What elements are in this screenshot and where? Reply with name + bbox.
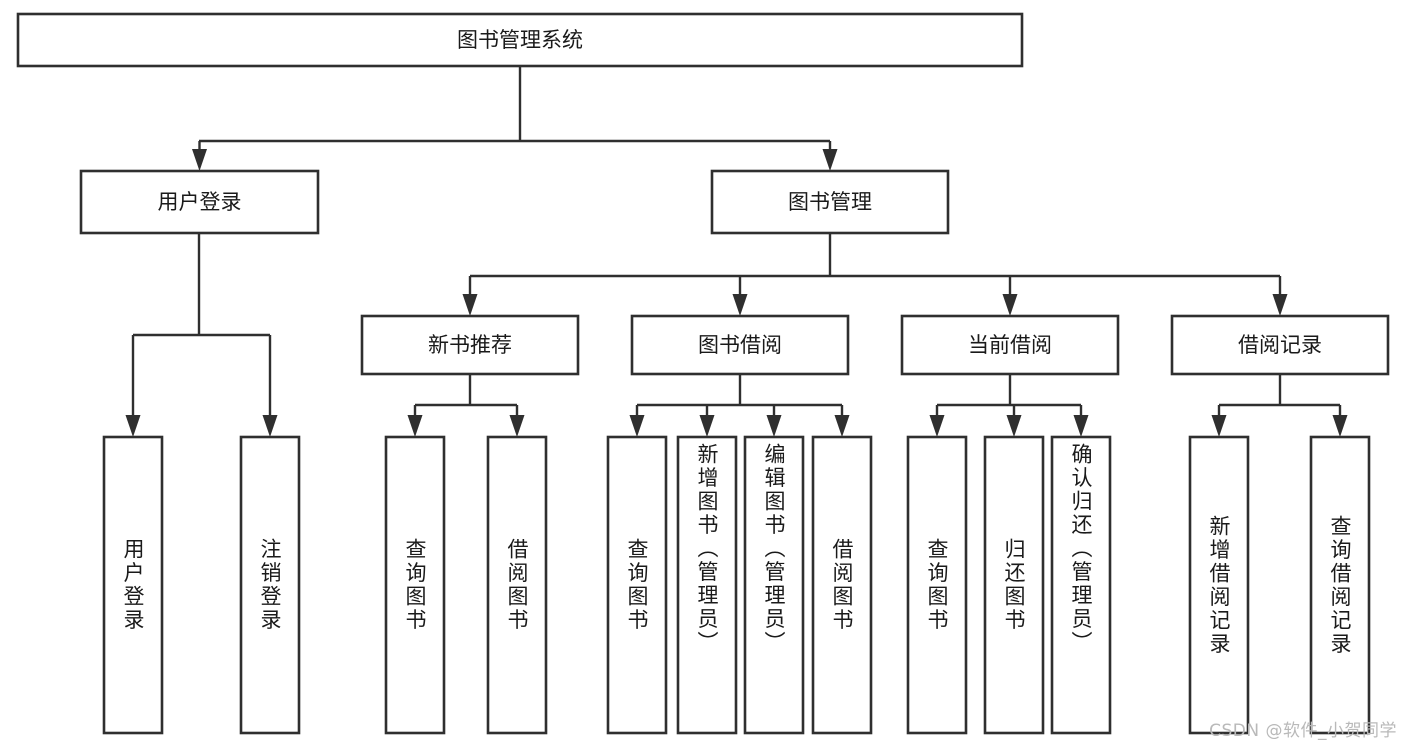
leaf-leaf-edit-book-box[interactable] <box>743 435 805 735</box>
arrow-leaf-leaf-edit-book-head <box>766 415 782 437</box>
arrow-leaf-leaf-add-book-head <box>699 415 715 437</box>
leaf-leaf-logout-login-box[interactable] <box>239 435 301 735</box>
leaf-leaf-confirm-return-box[interactable] <box>1050 435 1112 735</box>
level3-current-borrow-box[interactable] <box>900 314 1120 376</box>
arrow-leaf-leaf-borrow-book-1-head <box>509 415 525 437</box>
leaf-leaf-borrow-book-2-box[interactable] <box>811 435 873 735</box>
level2-book-management-box[interactable] <box>710 169 950 235</box>
leaf-leaf-borrow-book-1-box[interactable] <box>486 435 548 735</box>
arrow-level3-current-borrow-head <box>1002 294 1018 316</box>
leaf-leaf-query-book-2-box[interactable] <box>606 435 668 735</box>
level3-borrow-record-box[interactable] <box>1170 314 1390 376</box>
arrow-leaf-leaf-borrow-book-2-head <box>834 415 850 437</box>
leaf-leaf-return-book-box[interactable] <box>983 435 1045 735</box>
level3-book-borrow-box[interactable] <box>630 314 850 376</box>
arrow-level2-user-login-head <box>192 149 207 171</box>
leaf-leaf-query-record-box[interactable] <box>1309 435 1371 735</box>
level3-new-book-recommend-label: 新书推荐 <box>428 333 512 357</box>
level3-book-borrow-label: 图书借阅 <box>698 333 782 357</box>
level2-book-management-label: 图书管理 <box>788 190 872 214</box>
leaf-leaf-add-record-box[interactable] <box>1188 435 1250 735</box>
arrow-level3-borrow-record-head <box>1272 294 1288 316</box>
arrow-level3-book-borrow-head <box>732 294 748 316</box>
connectors-layer <box>125 66 1348 437</box>
arrow-leaf-leaf-query-book-3-head <box>929 415 945 437</box>
level2-user-login-label: 用户登录 <box>158 190 242 214</box>
arrow-leaf-leaf-add-record-head <box>1211 415 1227 437</box>
arrow-leaf-leaf-return-book-head <box>1006 415 1022 437</box>
arrow-leaf-leaf-query-record-head <box>1332 415 1348 437</box>
arrow-leaf-leaf-user-login-head <box>125 415 141 437</box>
level2-user-login-box[interactable] <box>79 169 320 235</box>
level3-borrow-record-label: 借阅记录 <box>1238 333 1322 357</box>
node-boxes-layer <box>16 12 1390 735</box>
arrow-leaf-leaf-query-book-1-head <box>407 415 423 437</box>
arrow-level2-book-management-head <box>822 149 838 171</box>
arrow-leaf-leaf-logout-login-head <box>262 415 278 437</box>
arrow-leaf-leaf-confirm-return-head <box>1073 415 1089 437</box>
level3-current-borrow-label: 当前借阅 <box>968 333 1052 357</box>
level3-new-book-recommend-box[interactable] <box>360 314 580 376</box>
leaf-leaf-query-book-3-box[interactable] <box>906 435 968 735</box>
arrow-level3-new-book-recommend-head <box>462 294 478 316</box>
arrow-leaf-leaf-query-book-2-head <box>629 415 645 437</box>
leaf-leaf-query-book-1-box[interactable] <box>384 435 446 735</box>
leaf-leaf-add-book-box[interactable] <box>676 435 738 735</box>
root-node-label: 图书管理系统 <box>457 28 583 52</box>
leaf-leaf-user-login-box[interactable] <box>102 435 164 735</box>
root-node-box[interactable] <box>16 12 1024 68</box>
